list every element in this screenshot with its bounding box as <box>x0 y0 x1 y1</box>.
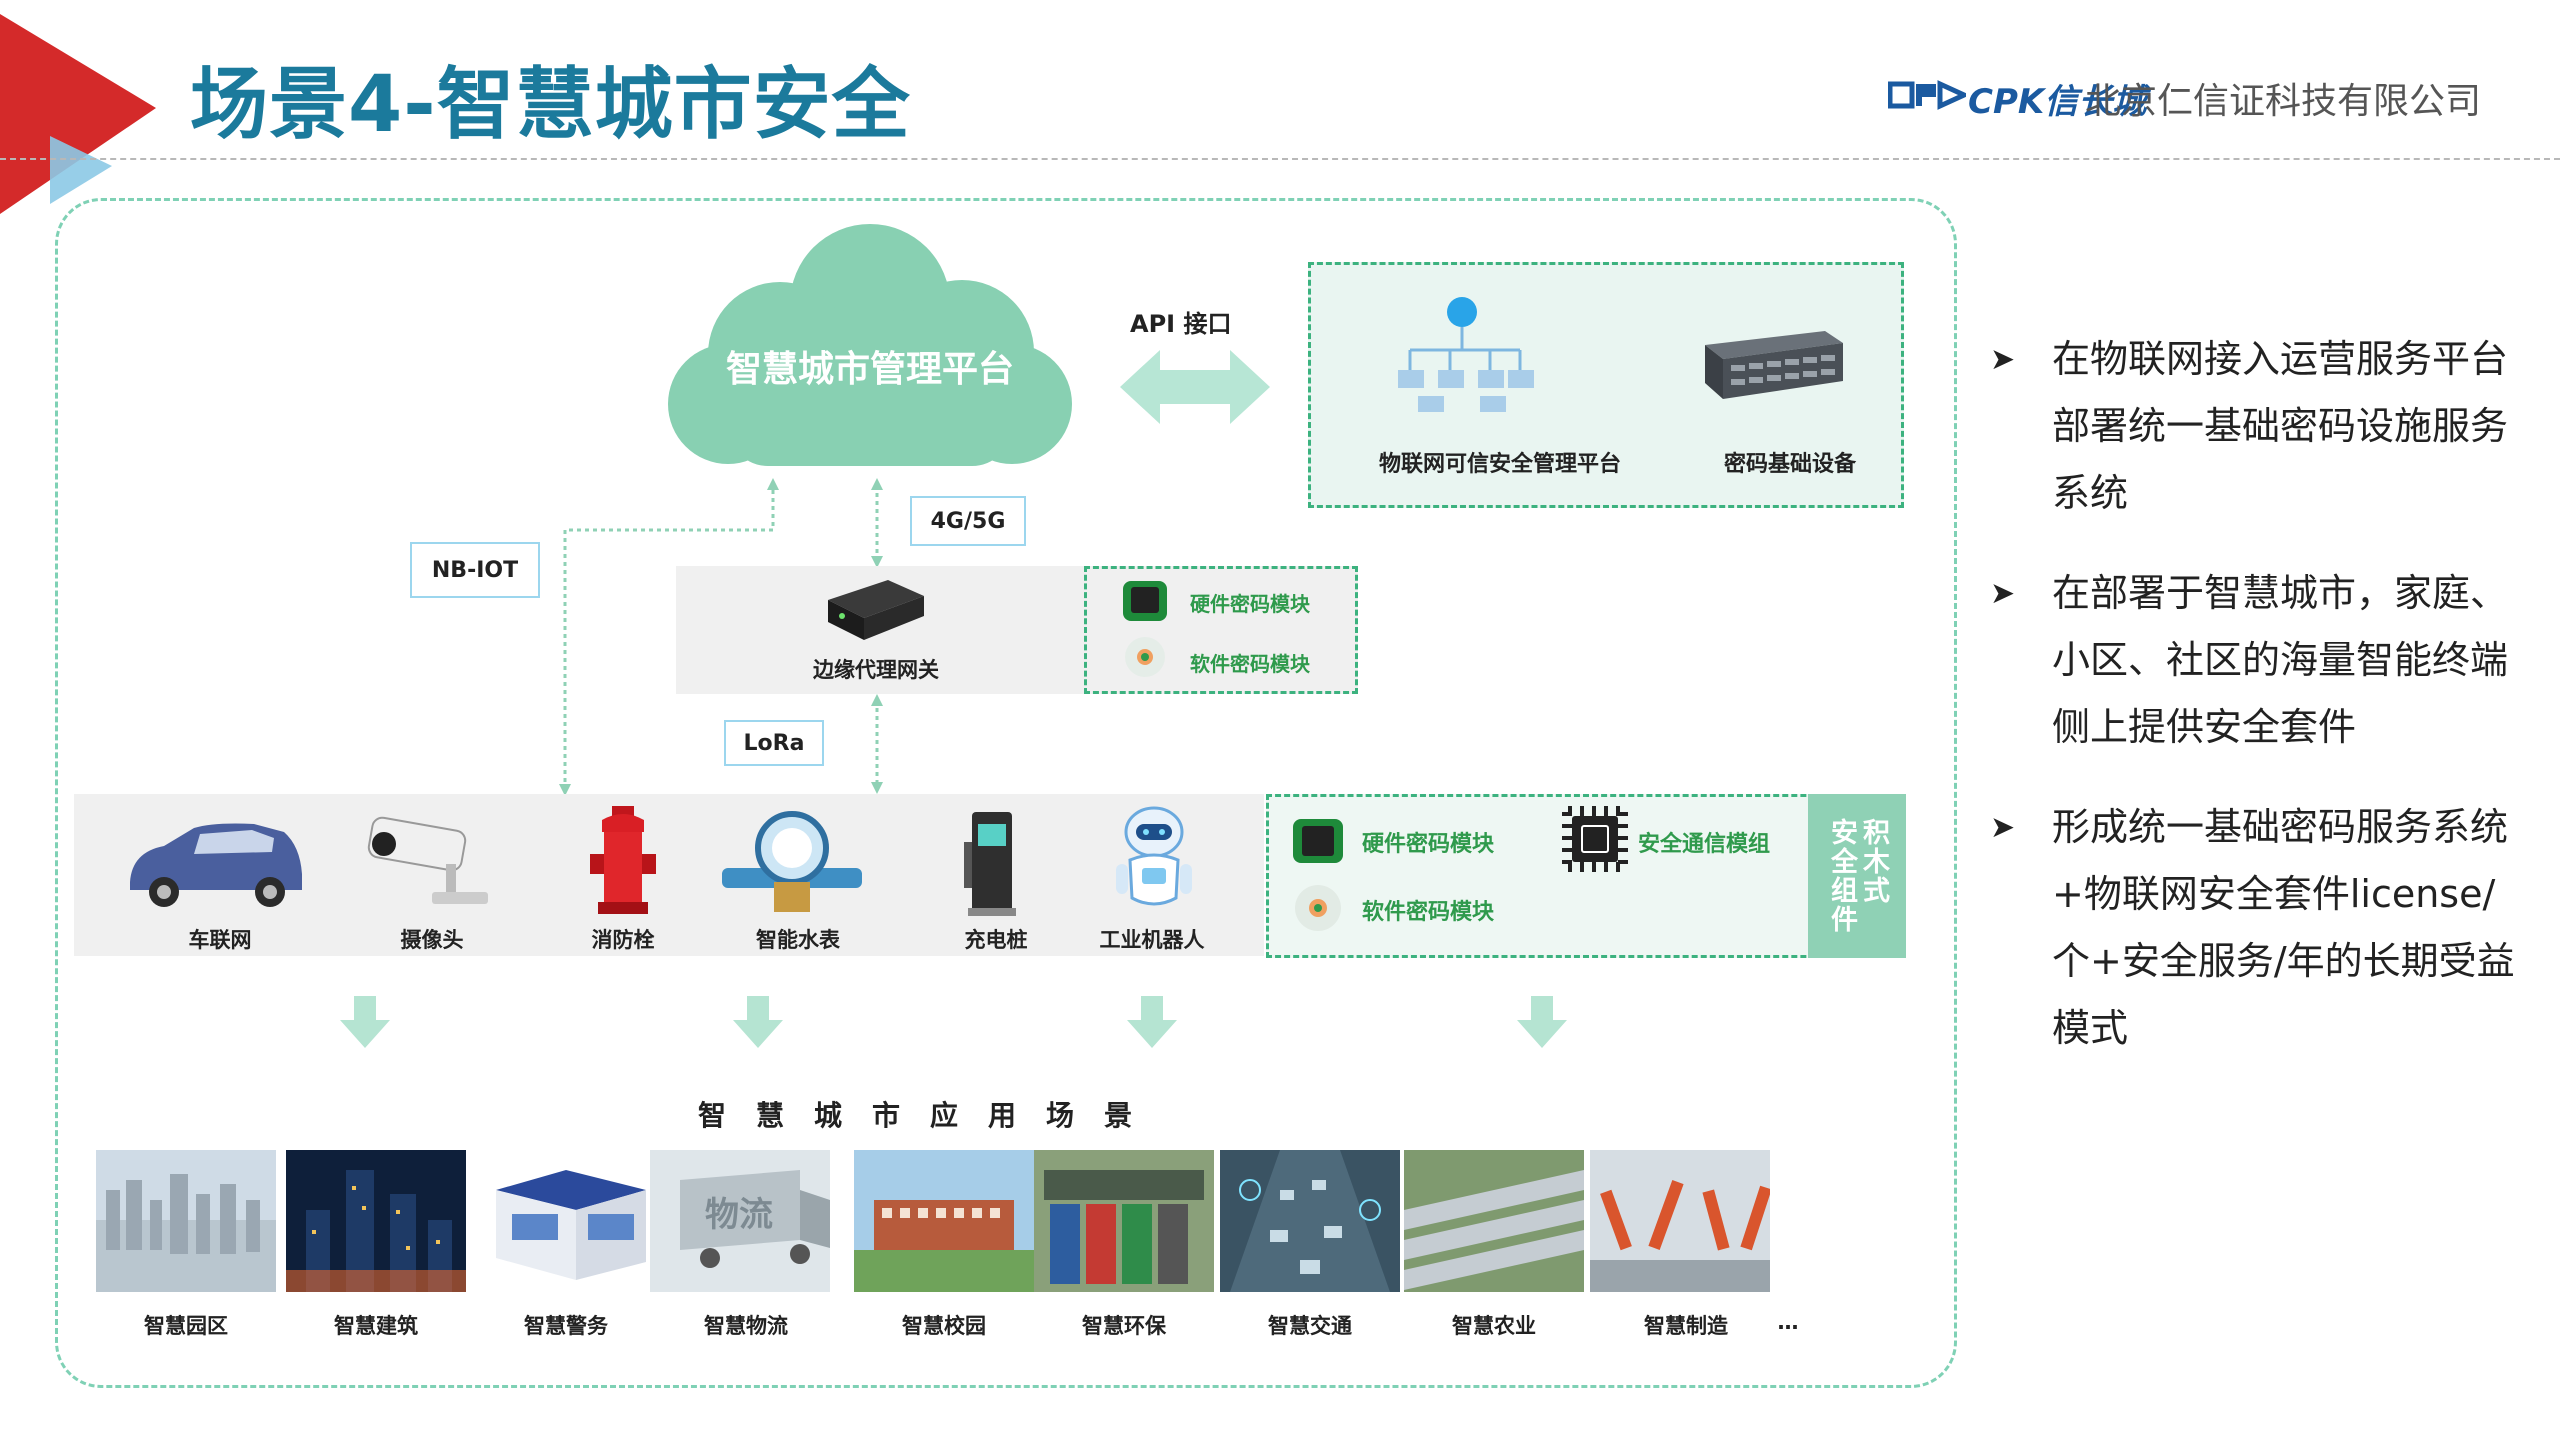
robot-icon <box>1116 806 1192 906</box>
device-label: 智能水表 <box>756 928 840 952</box>
device-label: 消防栓 <box>591 928 655 952</box>
diagram-frame <box>55 198 1957 1388</box>
scenes-title: 智慧城市应用场景 <box>697 1099 1162 1132</box>
scene-image-police <box>476 1150 656 1292</box>
scene-image-logistics: 物流 <box>650 1150 830 1292</box>
gateway-label: 边缘代理网关 <box>813 658 939 682</box>
bullet-text: 在部署于智慧城市，家庭、小区、社区的海量智能终端侧上提供安全套件 <box>2052 571 2509 749</box>
hardware-chip-icon <box>1123 581 1167 621</box>
bullet-item: ➤ 形成统一基础密码服务系统+物联网安全套件license/个+安全服务/年的长… <box>1990 794 2530 1062</box>
camera-icon <box>367 816 488 904</box>
scene-label: 智慧校园 <box>902 1314 986 1338</box>
scene-label: 智慧警务 <box>524 1314 608 1338</box>
scene-image-environment <box>1034 1150 1214 1292</box>
down-arrow-icon <box>733 996 783 1048</box>
bullet-arrow-icon: ➤ <box>1990 342 2016 377</box>
band-text-col2: 安全组件 <box>1826 818 1857 934</box>
software-module-icon <box>1295 885 1341 931</box>
scene-label: 智慧环保 <box>1082 1314 1166 1338</box>
lora-label: LoRa <box>724 720 824 766</box>
page-title: 场景4-智慧城市安全 <box>190 60 911 150</box>
water-meter-icon <box>722 811 862 912</box>
scene-label: 智慧农业 <box>1452 1314 1536 1338</box>
cloud-label: 智慧城市管理平台 <box>725 349 1014 390</box>
software-module-icon <box>1125 637 1165 677</box>
nbiot-label: NB-IOT <box>410 542 540 598</box>
red-triangle-decoration <box>0 14 156 214</box>
building-block-band <box>1808 794 1906 958</box>
terminal-sw-module: 软件密码模块 <box>1362 900 1495 925</box>
scene-label: 智慧建筑 <box>334 1314 418 1338</box>
down-arrow-icon <box>340 996 390 1048</box>
down-arrow-icon <box>1127 996 1177 1048</box>
device-label: 充电桩 <box>964 928 1028 952</box>
terminal-crypto-box <box>1266 794 1906 958</box>
header-divider <box>0 158 2560 160</box>
gateway-hw-module: 硬件密码模块 <box>1190 592 1310 616</box>
terminal-hw-module: 硬件密码模块 <box>1362 832 1495 857</box>
logo-text: CPK信长城 <box>1968 82 2147 122</box>
car-icon <box>130 823 302 907</box>
scene-image-traffic <box>1220 1150 1400 1292</box>
bullet-text: 形成统一基础密码服务系统+物联网安全套件license/个+安全服务/年的长期受… <box>2052 805 2515 1050</box>
device-label: 车联网 <box>188 928 252 952</box>
logistics-sign: 物流 <box>705 1195 773 1235</box>
scene-image-agriculture <box>1404 1150 1584 1292</box>
scenes-ellipsis: … <box>1777 1310 1799 1334</box>
crypto-device-label: 密码基础设备 <box>1723 452 1856 477</box>
device-label: 工业机器人 <box>1099 928 1205 952</box>
down-arrow-icon <box>1517 996 1567 1048</box>
scene-label: 智慧园区 <box>144 1314 228 1338</box>
company-logo-icon <box>1888 80 1966 110</box>
bullet-text: 在物联网接入运营服务平台部署统一基础密码设施服务系统 <box>2052 337 2509 515</box>
company-name: 北京仁信证科技有限公司 <box>2085 81 2482 122</box>
connector-lines <box>559 478 883 796</box>
scene-label: 智慧物流 <box>704 1314 788 1338</box>
gateway-device-icon <box>828 580 924 640</box>
bullet-item: ➤ 在物联网接入运营服务平台部署统一基础密码设施服务系统 <box>1990 326 2530 527</box>
cellular-label: 4G/5G <box>910 496 1026 546</box>
scene-image-manufacturing <box>1590 1150 1770 1292</box>
hydrant-icon <box>590 806 656 914</box>
api-label: API 接口 <box>1130 310 1232 338</box>
hardware-chip-icon <box>1293 819 1343 863</box>
scene-label: 智慧交通 <box>1268 1314 1352 1338</box>
iot-network-icon <box>1398 297 1534 412</box>
gateway-sw-module: 软件密码模块 <box>1190 652 1310 676</box>
scene-label: 智慧制造 <box>1644 1314 1728 1338</box>
bullet-arrow-icon: ➤ <box>1990 576 2016 611</box>
terminal-comm-module: 安全通信模组 <box>1638 832 1771 857</box>
device-label: 摄像头 <box>400 928 464 952</box>
iot-platform-label: 物联网可信安全管理平台 <box>1378 452 1621 477</box>
scene-image-building <box>286 1150 466 1292</box>
server-rack-icon <box>1705 331 1843 399</box>
charger-icon <box>964 812 1016 916</box>
bullet-item: ➤ 在部署于智慧城市，家庭、小区、社区的海量智能终端侧上提供安全套件 <box>1990 560 2530 761</box>
band-text-col1: 积木式 <box>1858 818 1889 905</box>
comm-module-chip-icon <box>1562 806 1628 872</box>
scene-image-park <box>96 1150 276 1292</box>
scene-image-campus <box>854 1150 1034 1292</box>
api-double-arrow-icon <box>1120 350 1270 424</box>
bullet-arrow-icon: ➤ <box>1990 810 2016 845</box>
cloud-shape <box>668 224 1072 466</box>
